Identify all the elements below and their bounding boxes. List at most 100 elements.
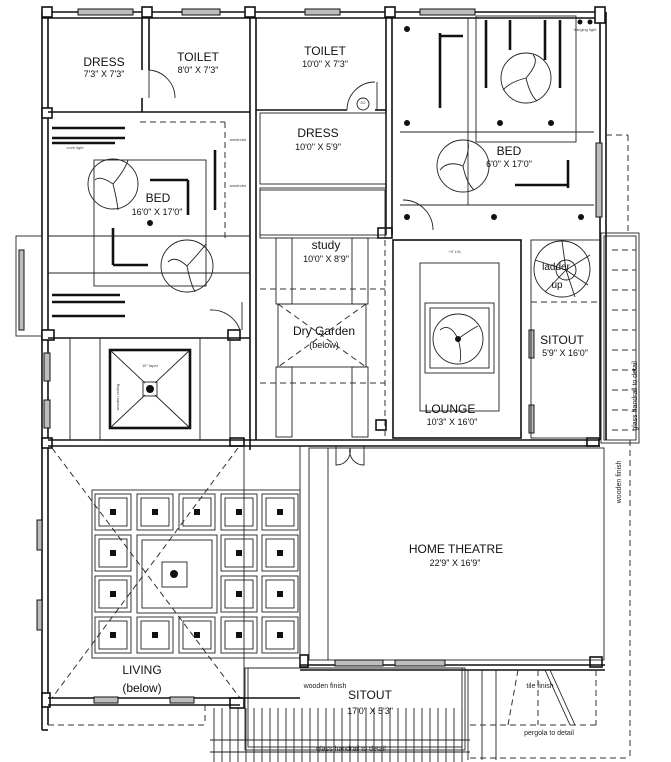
room-label-home-theatre: HOME THEATRE xyxy=(408,542,504,556)
room-size-home-theatre: 22'9" X 16'9" xyxy=(429,558,481,568)
ceiling-coffer xyxy=(178,616,216,654)
ceiling-coffer-inner xyxy=(182,497,212,527)
sitout-bottom xyxy=(210,667,598,762)
ceiling-coffer-inner xyxy=(224,579,254,609)
room-size-toilet-1: 8'0" X 7'3" xyxy=(177,65,219,75)
note-pergola: pergola to detail xyxy=(524,730,574,737)
bay-window-left xyxy=(15,235,43,337)
note-taper: 10" taper xyxy=(141,363,159,368)
ceiling-coffer-inner xyxy=(182,620,212,650)
study-dry-garden xyxy=(259,189,386,440)
note-wooden-finish-2: wooden finish xyxy=(616,460,624,504)
note-wardrobe-1: wardrobe xyxy=(229,137,247,142)
ceiling-coffer xyxy=(220,534,258,572)
room-label-sitout-right: SITOUT xyxy=(540,333,584,347)
room-size-dry-garden: (below) xyxy=(309,340,339,350)
room-label-toilet-2: TOILET xyxy=(304,44,346,58)
ceiling-coffer-inner xyxy=(265,538,295,568)
room-label-dress-1: DRESS xyxy=(83,55,125,69)
living-room xyxy=(36,446,301,726)
ceiling-coffer xyxy=(136,493,174,531)
room-label-toilet-1: TOILET xyxy=(177,50,219,64)
ceiling-coffer xyxy=(261,493,299,531)
room-label-dress-2: DRESS xyxy=(297,126,339,140)
note-ladder-up: up xyxy=(551,280,563,291)
room-label-living: LIVING xyxy=(122,663,162,677)
note-glass-handrail-1: glass handrail to detail xyxy=(316,746,386,753)
ceiling-coffer xyxy=(220,493,258,531)
downlight-icon xyxy=(110,550,116,556)
downlight-icon xyxy=(194,509,200,515)
note-ladder: ladder xyxy=(542,262,570,273)
door-tag: D2 xyxy=(360,100,366,105)
ceiling-coffer xyxy=(261,616,299,654)
room-size-bed-right: 6'0" X 17'0" xyxy=(486,159,532,169)
ceiling-coffer xyxy=(136,616,174,654)
ceiling-coffer-inner xyxy=(265,497,295,527)
ceiling-coffer-inner xyxy=(224,497,254,527)
ceiling-coffer-inner xyxy=(140,620,170,650)
room-size-dress-2: 10'0" X 5'9" xyxy=(295,142,341,152)
downlight-icon xyxy=(277,591,283,597)
room-size-bed-left: 16'0" X 17'0" xyxy=(131,207,183,217)
downlight-icon xyxy=(236,509,242,515)
note-wooden-finish-1: wooden finish xyxy=(303,683,347,690)
dress-toilet-block xyxy=(48,18,257,450)
ceiling-coffer-inner xyxy=(224,620,254,650)
room-size-sitout-right: 5'9" X 16'0" xyxy=(542,348,588,358)
downlight-icon xyxy=(236,632,242,638)
level-tag: +9' LVL xyxy=(448,249,462,254)
ceiling-coffer xyxy=(94,616,132,654)
note-wardrobe-2: wardrobe xyxy=(229,183,247,188)
ceiling-coffer xyxy=(220,616,258,654)
downlight-icon xyxy=(152,509,158,515)
downlight-icon xyxy=(277,509,283,515)
ceiling-coffer xyxy=(94,534,132,572)
downlight-icon xyxy=(277,550,283,556)
note-glass-handrail-2: glass handrail to detail xyxy=(632,361,640,431)
downlight-icon xyxy=(236,550,242,556)
ceiling-coffer xyxy=(261,575,299,613)
ceiling-coffer-inner xyxy=(265,579,295,609)
bed-room-right xyxy=(400,15,629,233)
downlight-icon xyxy=(152,632,158,638)
downlight-icon xyxy=(277,632,283,638)
downlight-icon xyxy=(110,632,116,638)
exterior-walls xyxy=(41,11,607,731)
sitout-right xyxy=(530,232,640,444)
ceiling-coffer-inner xyxy=(98,579,128,609)
windows-top xyxy=(77,8,476,16)
pyramid-ceiling-hall xyxy=(43,337,600,466)
room-label-sitout-bottom: SITOUT xyxy=(348,688,392,702)
ceiling-coffer xyxy=(178,493,216,531)
lounge xyxy=(392,239,535,439)
room-label-bed-left: BED xyxy=(145,191,171,205)
ceiling-coffer-inner xyxy=(98,497,128,527)
toilet-dress-block-2 xyxy=(256,18,393,236)
note-cove-light: cove light xyxy=(66,145,84,150)
ceiling-coffer-inner xyxy=(140,497,170,527)
downlight-icon xyxy=(236,591,242,597)
downlight-icon xyxy=(194,632,200,638)
bed-room-left xyxy=(48,121,250,331)
ceiling-coffer xyxy=(220,575,258,613)
room-size-sitout-bottom: 17'0" X 5'3" xyxy=(347,706,393,716)
room-label-bed-right: BED xyxy=(496,144,522,158)
room-size-toilet-2: 10'0" X 7'3" xyxy=(302,59,348,69)
room-size-study: 10'0" X 8'9" xyxy=(303,254,349,264)
note-tile-finish: tile finish xyxy=(526,683,554,690)
ceiling-coffer xyxy=(94,493,132,531)
home-theatre xyxy=(300,440,631,760)
ceiling-coffer xyxy=(94,575,132,613)
ceiling-coffer-inner xyxy=(98,620,128,650)
room-size-dress-1: 7'3" X 7'3" xyxy=(83,69,125,79)
note-hanging-light: hanging light xyxy=(573,27,597,32)
note-wooden-ceiling: wooden ceiling xyxy=(114,383,120,411)
ceiling-coffer xyxy=(261,534,299,572)
ceiling-coffer-inner xyxy=(265,620,295,650)
downlight-icon xyxy=(110,591,116,597)
room-label-dry-garden: Dry Garden xyxy=(292,324,356,338)
room-label-study: study xyxy=(311,238,341,252)
downlight-icon xyxy=(110,509,116,515)
